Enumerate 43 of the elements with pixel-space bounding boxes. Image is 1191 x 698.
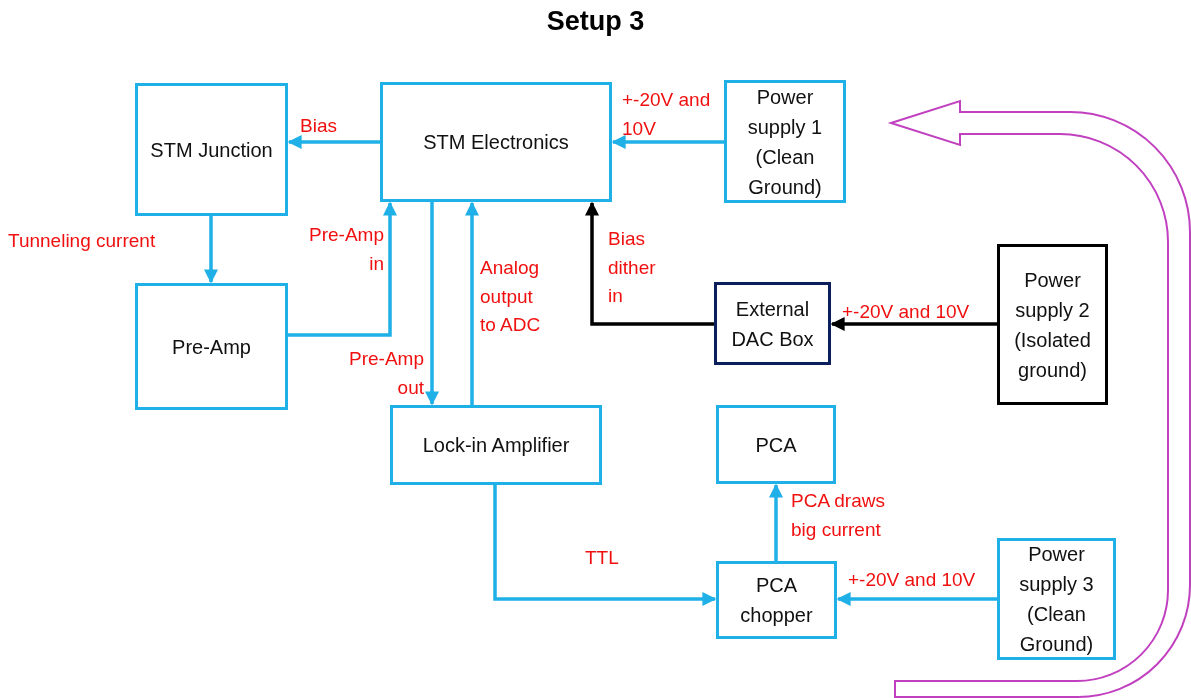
block-label: STM Junction	[150, 137, 273, 163]
diagram-title: Setup 3	[545, 6, 646, 37]
edge-label: Bias dither in	[608, 227, 657, 308]
block-box	[716, 561, 837, 639]
block-label: PCA chopper	[739, 573, 814, 628]
arrow	[288, 201, 397, 337]
block-label: Pre-Amp	[172, 334, 251, 360]
block-label: Lock-in Amplifier	[422, 433, 570, 458]
arrow	[493, 485, 717, 606]
edge-label: Pre-Amp in	[308, 223, 384, 276]
block-box	[997, 538, 1116, 660]
edge-label: Pre-Amp out	[348, 347, 424, 400]
block-label: Power supply 1 (Clean Ground)	[746, 84, 824, 200]
arrow	[769, 483, 783, 561]
edge-label: +-20V and 10V	[842, 300, 971, 324]
arrow	[425, 202, 439, 406]
block-box	[997, 244, 1108, 405]
block-label: Power supply 2 (Isolated ground)	[1013, 267, 1092, 383]
edge-label: +-20V and 10V	[622, 88, 712, 141]
arrow	[465, 201, 479, 405]
block-box	[714, 282, 831, 365]
arrow	[585, 201, 714, 326]
edge-label: +-20V and 10V	[848, 568, 977, 592]
block-label: External DAC Box	[730, 296, 815, 352]
block-box	[390, 405, 602, 485]
edge-label: Tunneling current	[8, 229, 157, 253]
block-box	[716, 405, 836, 484]
arrow	[287, 135, 380, 149]
edge-label: PCA draws big current	[791, 489, 886, 542]
edge-label: Bias	[300, 114, 338, 138]
edge-label: Analog output to ADC	[480, 256, 542, 337]
arrow	[830, 317, 997, 331]
block-label: Power supply 3 (Clean Ground)	[1018, 542, 1095, 657]
block-label: STM Electronics	[423, 130, 569, 155]
block-box	[135, 83, 288, 216]
arrow	[611, 135, 724, 149]
block-box	[380, 82, 612, 202]
edge-label: TTL	[585, 546, 620, 570]
block-box	[724, 80, 846, 203]
arrow	[836, 592, 997, 606]
block-label: PCA	[755, 432, 797, 458]
block-box	[135, 283, 288, 410]
arrow	[204, 216, 218, 284]
